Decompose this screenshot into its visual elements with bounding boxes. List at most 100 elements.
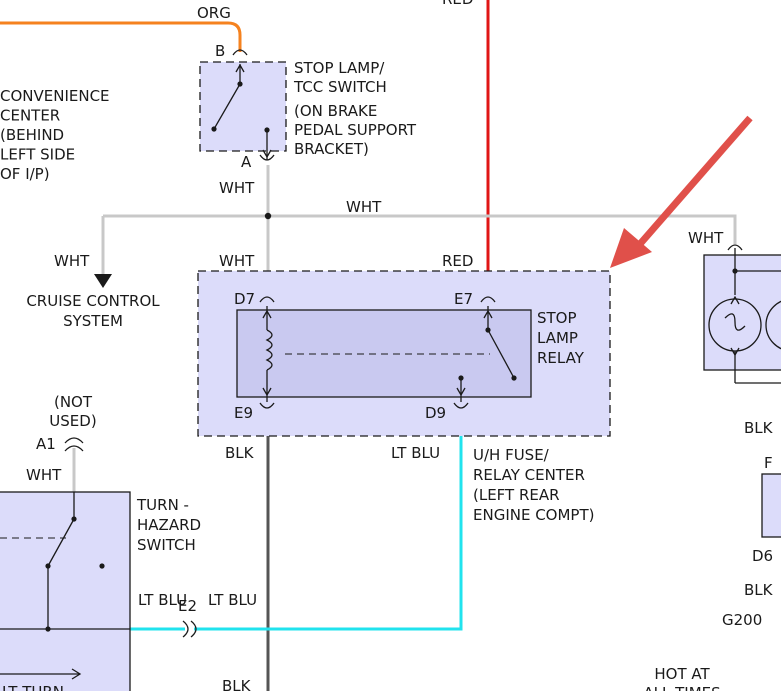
- right-component-lower-box: [761, 473, 781, 538]
- fuse-relay-center-label-line: RELAY CENTER: [473, 466, 585, 484]
- label-blk-bottom: BLK: [222, 677, 252, 691]
- convenience-center-label-line: LEFT SIDE: [0, 146, 75, 164]
- label-blk-relay: BLK: [225, 444, 255, 462]
- right-component-box: [703, 254, 781, 371]
- lt-turn-label: LT TURN: [2, 683, 64, 691]
- hot-at-all-times-label-line: ALL TIMES: [643, 684, 720, 691]
- stop-lamp-switch[interactable]: [199, 49, 287, 161]
- pin-e2-connector-icon: [182, 620, 197, 638]
- pin-e9: E9: [234, 404, 253, 422]
- convenience-center-label-line: (BEHIND: [0, 126, 64, 144]
- relay-coil-icon: [265, 329, 273, 371]
- label-blk-far-right-1: BLK: [744, 419, 774, 437]
- convenience-center-label-line: OF I/P): [0, 165, 50, 183]
- turn-hazard-contact-right: [99, 563, 105, 569]
- stop-lamp-switch-box: [199, 61, 287, 152]
- ltblu-wire[interactable]: [130, 408, 463, 631]
- cruise-control-label-line: SYSTEM: [63, 312, 123, 330]
- label-wht-right: WHT: [346, 198, 382, 216]
- lamp-arrow-down-icon: [730, 347, 740, 357]
- cruise-control-label: CRUISE CONTROL SYSTEM: [26, 292, 160, 330]
- turn-hazard-junction-dot: [45, 626, 51, 632]
- cruise-arrow-icon: [94, 274, 112, 288]
- pin-e7: E7: [454, 290, 473, 308]
- contact-arrow-up-icon: [483, 309, 493, 319]
- lamp-arrow-up-icon: [730, 295, 740, 305]
- label-wht-relay: WHT: [219, 252, 255, 270]
- turn-hazard-switch-label-line: HAZARD: [137, 516, 201, 534]
- pin-d6: D6: [752, 547, 773, 565]
- pin-d7-connector-icon: [259, 296, 275, 303]
- coil-arrow-up-icon: [262, 309, 272, 319]
- label-ltblu-left-line: LT BLU: [138, 591, 187, 609]
- wht-splice-dot: [264, 212, 272, 220]
- label-ltblu-left[interactable]: LT BLU: [138, 591, 187, 609]
- lamp-filament-icon: [724, 313, 746, 331]
- pin-a1: A1: [36, 435, 56, 453]
- stop-lamp-switch-lever: [213, 83, 241, 130]
- org-wire[interactable]: [0, 21, 242, 52]
- fuse-relay-center-label-line: (LEFT REAR: [473, 486, 560, 504]
- fuse-relay-center-label: U/H FUSE/RELAY CENTER (LEFT REAR ENGINE CO…: [473, 446, 595, 524]
- stop-lamp-relay-label-line: STOP: [537, 309, 577, 327]
- turn-hazard-switch-label-line: TURN -: [136, 496, 189, 514]
- stop-lamp-switch-contact-left: [211, 126, 217, 132]
- turn-hazard-lever: [47, 518, 75, 567]
- relay-contact-arm: [487, 329, 515, 379]
- pin-a1-connector-icon: [64, 437, 84, 452]
- pin-g200: G200: [722, 611, 762, 629]
- pin-e7-connector-icon: [480, 296, 496, 303]
- relay-contact-point: [511, 375, 517, 381]
- not-used-label-line: (NOT: [54, 393, 93, 411]
- coil-arrow-down-icon: [262, 387, 272, 397]
- label-ltblu-right-line: LT BLU: [208, 591, 257, 609]
- label-wht-a1: WHT: [26, 466, 62, 484]
- switch-arrow-up-icon: [235, 63, 245, 73]
- lt-turn-arrow-icon: [71, 668, 82, 680]
- stop-lamp-switch-label-line: BRACKET): [294, 140, 369, 158]
- turn-hazard-switch-label: TURN - HAZARD SWITCH: [136, 496, 201, 554]
- cruise-control-label-line: CRUISE CONTROL: [26, 292, 160, 310]
- turn-hazard-switch-label-line: SWITCH: [137, 536, 196, 554]
- label-blk-far-right-2: BLK: [744, 581, 774, 599]
- fuse-relay-center-label-line: ENGINE COMPT): [473, 506, 595, 524]
- stop-lamp-switch-label-line: STOP LAMP/: [294, 59, 385, 77]
- stop-lamp-relay-label-line: RELAY: [537, 349, 585, 367]
- turn-hazard-switch[interactable]: [0, 491, 131, 691]
- lamp-bulb-icon-2: [765, 300, 781, 350]
- fuse-relay-center[interactable]: [197, 270, 611, 437]
- red-arrow-shaft: [637, 115, 753, 247]
- red-arrow: [610, 115, 753, 268]
- pin-a: A: [241, 153, 252, 171]
- hot-at-all-times-label-line: HOT AT: [654, 665, 710, 683]
- stop-lamp-relay-label-line: LAMP: [537, 329, 578, 347]
- label-wht-far-right: WHT: [688, 229, 724, 247]
- not-used-label-line: USED): [49, 412, 96, 430]
- label-red-top: RED: [442, 0, 473, 8]
- pin-wht-connector-icon: [727, 244, 743, 251]
- turn-hazard-switch-box: [0, 491, 131, 691]
- convenience-center-label-line: CONVENIENCE: [0, 87, 110, 105]
- contact-arrow-down-icon: [456, 387, 466, 397]
- label-ltblu-right[interactable]: LT BLU: [208, 591, 257, 609]
- fuse-relay-center-label-line: U/H FUSE/: [473, 446, 550, 464]
- hot-at-all-times-label: HOT ATALL TIMES: [643, 665, 720, 691]
- pin-d7: D7: [234, 290, 255, 308]
- label-ltblu-relay: LT BLU: [391, 444, 440, 462]
- pin-d9-connector-icon: [453, 402, 469, 409]
- pin-e9-connector-icon: [259, 402, 275, 409]
- pin-e2: E2: [178, 597, 197, 615]
- stop-lamp-relay-label: STOP LAMP RELAY: [537, 309, 585, 367]
- right-component[interactable]: [703, 244, 781, 384]
- stop-lamp-switch-label-line: (ON BRAKE: [294, 102, 377, 120]
- label-org: ORG: [197, 4, 231, 22]
- pin-a-connector-icon: [259, 154, 275, 161]
- pin-d9: D9: [425, 404, 446, 422]
- convenience-center-label-line: CENTER: [0, 107, 60, 125]
- pin-b-connector-icon: [232, 49, 248, 56]
- wht-wire-bus[interactable]: [103, 214, 737, 244]
